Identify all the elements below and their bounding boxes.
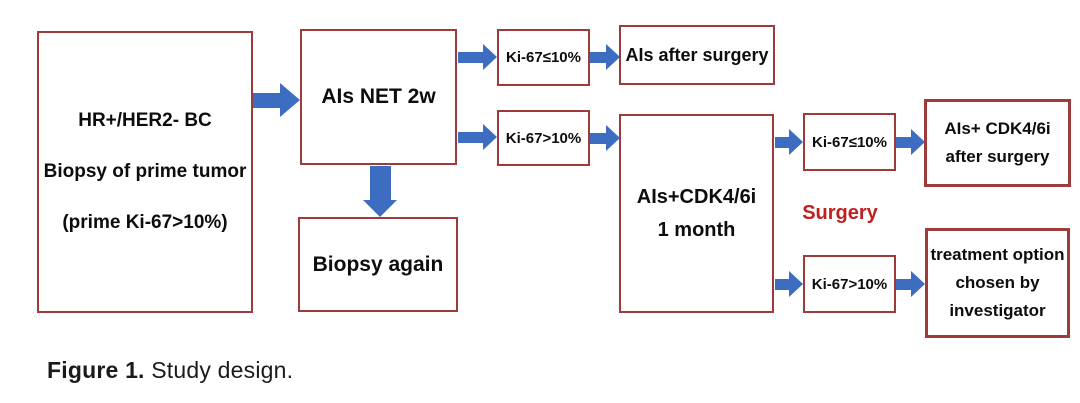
arrow-right-icon <box>458 124 497 150</box>
figure-caption-number: Figure 1. <box>47 357 145 383</box>
ki67-le10-2-label: Ki-67≤10% <box>812 133 887 151</box>
box-treatment-option: treatment option chosen by investigator <box>925 228 1070 338</box>
ais-cdk-line-1: AIs+CDK4/6i <box>636 185 757 208</box>
box-ais-after-surgery: AIs after surgery <box>619 25 775 85</box>
primary-line-2: Biopsy of prime tumor <box>43 161 247 182</box>
primary-line-1: HR+/HER2- BC <box>78 110 212 131</box>
box-ais-net-2w: AIs NET 2w <box>300 29 457 165</box>
ki67-le10-1-label: Ki-67≤10% <box>506 49 581 66</box>
arrow-right-icon <box>458 44 497 70</box>
ki67-gt10-1-label: Ki-67>10% <box>505 129 582 147</box>
ais-cdk-after-line-1: AIs+ CDK4/6i <box>944 119 1051 138</box>
box-ais-cdk-1month: AIs+CDK4/6i 1 month <box>619 114 774 313</box>
ais-net-label: AIs NET 2w <box>321 85 436 108</box>
box-hr-her2-bc: HR+/HER2- BC Biopsy of prime tumor (prim… <box>37 31 253 313</box>
treatment-line-1: treatment option <box>930 245 1065 264</box>
ais-cdk-line-2: 1 month <box>657 218 736 241</box>
arrow-right-icon <box>775 271 803 297</box>
arrow-right-icon <box>590 125 620 151</box>
figure-caption: Figure 1. Study design. <box>47 357 293 384</box>
arrow-right-icon <box>896 129 925 155</box>
ais-after-surgery-label: AIs after surgery <box>625 44 769 65</box>
ki67-gt10-2-label: Ki-67>10% <box>811 275 888 293</box>
primary-line-3: (prime Ki-67>10%) <box>62 212 228 233</box>
ais-cdk-after-line-2: after surgery <box>945 147 1050 166</box>
surgery-label: Surgery <box>802 202 878 224</box>
figure-caption-text: Study design. <box>144 357 294 383</box>
box-ki67-gt10-1: Ki-67>10% <box>497 110 590 166</box>
treatment-line-2: chosen by <box>955 273 1040 292</box>
arrow-right-icon <box>590 44 620 70</box>
arrow-right-icon <box>896 271 925 297</box>
box-ki67-gt10-2: Ki-67>10% <box>803 255 896 313</box>
biopsy-again-label: Biopsy again <box>312 252 444 276</box>
box-biopsy-again: Biopsy again <box>298 217 458 312</box>
box-ais-cdk-after-surgery: AIs+ CDK4/6i after surgery <box>924 99 1071 187</box>
box-ki67-le10-2: Ki-67≤10% <box>803 113 896 171</box>
box-ki67-le10-1: Ki-67≤10% <box>497 29 590 86</box>
treatment-line-3: investigator <box>949 301 1046 320</box>
arrow-right-icon <box>253 83 300 117</box>
arrow-right-icon <box>775 129 803 155</box>
arrow-down-icon <box>363 166 397 217</box>
